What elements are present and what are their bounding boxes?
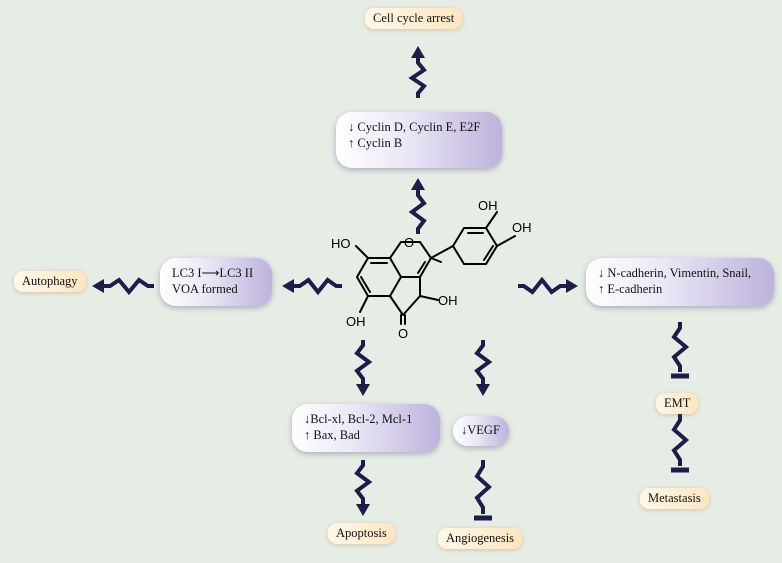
carbonyl-oxygen-label: O bbox=[398, 326, 408, 341]
cadherin-line-1: ↓ N-cadherin, Vimentin, Snail, bbox=[598, 266, 752, 280]
bcl-box: ↓Bcl-xl, Bcl-2, Mcl-1 ↑ Bax, Bad bbox=[292, 404, 440, 452]
autophagy-label: Autophagy bbox=[14, 271, 86, 292]
inhibit-metastasis-line bbox=[671, 414, 690, 466]
oh-label: OH bbox=[512, 220, 532, 235]
cyclin-box: ↓ Cyclin D, Cyclin E, E2F ↑ Cyclin B bbox=[336, 112, 502, 168]
arrow-to-apoptosis-arrowhead bbox=[356, 504, 370, 516]
cadherin-line-2: ↑ E-cadherin bbox=[598, 282, 663, 296]
lc3-line-2: VOA formed bbox=[172, 282, 238, 296]
inhibit-emt-line bbox=[671, 322, 690, 372]
bcl-line-1: ↓Bcl-xl, Bcl-2, Mcl-1 bbox=[304, 412, 413, 426]
connectors bbox=[92, 46, 690, 521]
apoptosis-label: Apoptosis bbox=[328, 523, 395, 544]
cell-cycle-arrest-label: Cell cycle arrest bbox=[365, 8, 463, 29]
quercetin-structure bbox=[355, 211, 516, 325]
arrow-to-vegf-box-line bbox=[474, 340, 493, 384]
arrow-to-cyclin-box-arrowhead bbox=[411, 178, 425, 190]
arrow-to-bcl-box-arrowhead bbox=[356, 384, 370, 396]
arrow-to-apoptosis-line bbox=[354, 460, 373, 504]
vegf-box: ↓VEGF bbox=[453, 416, 509, 446]
arrow-to-cadherin-box-line bbox=[518, 276, 566, 295]
arrow-to-bcl-box-line bbox=[354, 340, 373, 384]
emt-label: EMT bbox=[656, 393, 699, 414]
metastasis-label: Metastasis bbox=[640, 488, 709, 509]
cyclin-line-2: ↑ Cyclin B bbox=[348, 136, 403, 150]
ho-label: HO bbox=[331, 236, 351, 251]
lc3-box: LC3 I⟶LC3 II VOA formed bbox=[160, 258, 272, 306]
cadherin-box: ↓ N-cadherin, Vimentin, Snail, ↑ E-cadhe… bbox=[586, 258, 774, 306]
oh-label: OH bbox=[346, 314, 366, 329]
arrow-to-cell-cycle-arrest-arrowhead bbox=[411, 46, 425, 58]
inhibit-angiogenesis-line bbox=[474, 460, 492, 514]
oh-label: OH bbox=[478, 198, 498, 213]
arrow-to-cyclin-box-line bbox=[408, 190, 427, 234]
arrow-to-lc3-box-line bbox=[294, 277, 342, 296]
cyclin-line-1: ↓ Cyclin D, Cyclin E, E2F bbox=[348, 120, 481, 134]
bcl-line-2: ↑ Bax, Bad bbox=[304, 428, 360, 442]
angiogenesis-label: Angiogenesis bbox=[438, 528, 523, 549]
arrow-to-autophagy-line bbox=[104, 277, 154, 296]
lc3-line-1: LC3 I⟶LC3 II bbox=[172, 266, 254, 280]
vegf-line-1: ↓VEGF bbox=[461, 423, 500, 437]
arrow-to-cadherin-box-arrowhead bbox=[566, 279, 578, 293]
arrow-to-cell-cycle-arrest-line bbox=[408, 58, 427, 98]
arrow-to-lc3-box-arrowhead bbox=[282, 279, 294, 293]
ring-oxygen-label: O bbox=[404, 235, 414, 250]
ring-c bbox=[389, 241, 433, 278]
arrow-to-autophagy-arrowhead bbox=[92, 279, 104, 293]
arrow-to-vegf-box-arrowhead bbox=[476, 384, 490, 396]
oh-label: OH bbox=[438, 293, 458, 308]
